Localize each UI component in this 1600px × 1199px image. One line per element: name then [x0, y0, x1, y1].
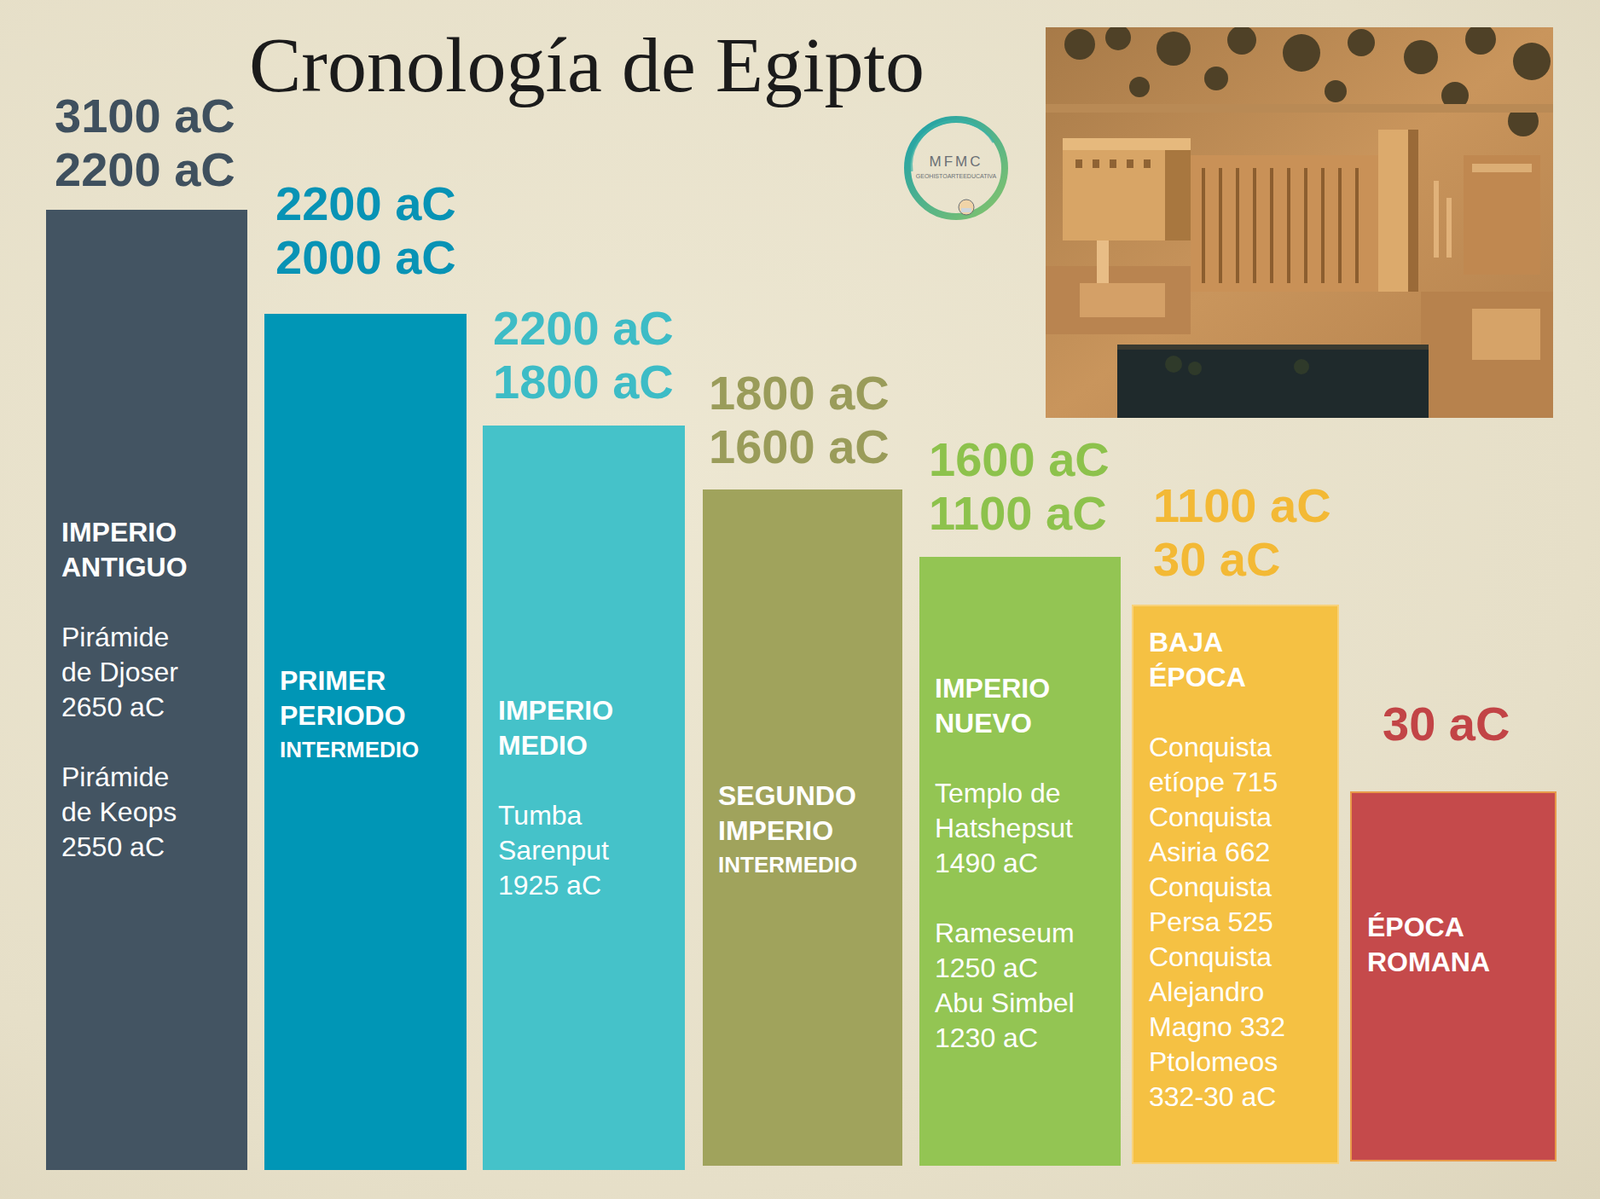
period-heading: BAJA ÉPOCA	[1148, 625, 1311, 696]
event-text: Ptolomeos 332-30 aC	[1148, 1044, 1311, 1115]
period-bar: IMPERIO ANTIGUO Pirámide de Djoser 2650 a…	[46, 209, 248, 1171]
date-range: 2200 aC 1800 aC	[492, 301, 698, 409]
period-bar: ÉPOCA ROMANA30 aC	[1350, 791, 1557, 1162]
period-subheading: INTERMEDIO	[279, 733, 451, 766]
event-text: Pirámide de Djoser 2650 aC	[61, 620, 198, 725]
period-heading: IMPERIO ANTIGUO	[61, 515, 198, 586]
bar-content: IMPERIO MEDIO Tumba Sarenput 1925 aC	[498, 693, 669, 904]
period-heading: IMPERIO NUEVO	[934, 671, 1106, 742]
bar-content: PRIMER PERIODOINTERMEDIO	[279, 663, 451, 766]
period-heading: ÉPOCA ROMANA	[1367, 910, 1538, 980]
event-text: Conquista etíope 715	[1148, 730, 1311, 800]
event-text: Abu Simbel 1230 aC	[934, 985, 1106, 1056]
event-text: Tumba Sarenput 1925 aC	[498, 798, 669, 904]
logo-text: MFMC	[929, 153, 984, 171]
period-heading: PRIMER PERIODO	[279, 663, 451, 734]
period-bar: PRIMER PERIODOINTERMEDIO2200 aC 2000 aC	[264, 313, 467, 1171]
event-text: Templo de Hatshepsut 1490 aC	[934, 776, 1106, 882]
event-text: Pirámide de Keops 2550 aC	[61, 759, 198, 865]
logo-subtext: GEOHISTOARTEEDUCATIVA	[915, 173, 997, 180]
event-text: Conquista Persa 525	[1148, 869, 1311, 940]
date-range: 1100 aC 30 aC	[1153, 478, 1358, 586]
period-heading: SEGUNDO IMPERIO	[718, 778, 889, 849]
date-range: 30 aC	[1382, 696, 1588, 751]
period-subheading: INTERMEDIO	[718, 848, 889, 882]
period-heading: IMPERIO MEDIO	[498, 693, 669, 764]
bar-content: ÉPOCA ROMANA	[1367, 910, 1538, 980]
date-range: 1800 aC 1600 aC	[708, 365, 914, 474]
date-range: 1600 aC 1100 aC	[928, 432, 1134, 540]
bar-content: SEGUNDO IMPERIOINTERMEDIO	[718, 778, 889, 882]
date-range: 2200 aC 2000 aC	[275, 176, 481, 285]
temple-photo	[1045, 27, 1554, 418]
event-text: Rameseum 1250 aC	[934, 915, 1106, 986]
period-bar: IMPERIO MEDIOTumba Sarenput 1925 aC2200 …	[482, 425, 685, 1171]
event-text: Conquista Asiria 662	[1148, 800, 1311, 870]
event-text: Conquista Alejandro Magno 332	[1148, 939, 1311, 1045]
period-bar: IMPERIO NUEVO Templo de Hatshepsut 1490 a…	[919, 556, 1121, 1166]
diagram-title: Cronología de Egipto	[249, 25, 925, 105]
bar-content: IMPERIO ANTIGUO Pirámide de Djoser 2650 a…	[61, 515, 198, 865]
period-bar: SEGUNDO IMPERIOINTERMEDIO1800 aC 1600 aC	[702, 489, 903, 1166]
bar-content: IMPERIO NUEVO Templo de Hatshepsut 1490 a…	[934, 671, 1106, 1056]
period-bar: BAJA ÉPOCAConquista etíope 715Conquista …	[1131, 604, 1340, 1165]
date-range: 3100 aC 2200 aC	[54, 88, 260, 197]
bar-content: BAJA ÉPOCAConquista etíope 715Conquista …	[1148, 625, 1311, 1115]
